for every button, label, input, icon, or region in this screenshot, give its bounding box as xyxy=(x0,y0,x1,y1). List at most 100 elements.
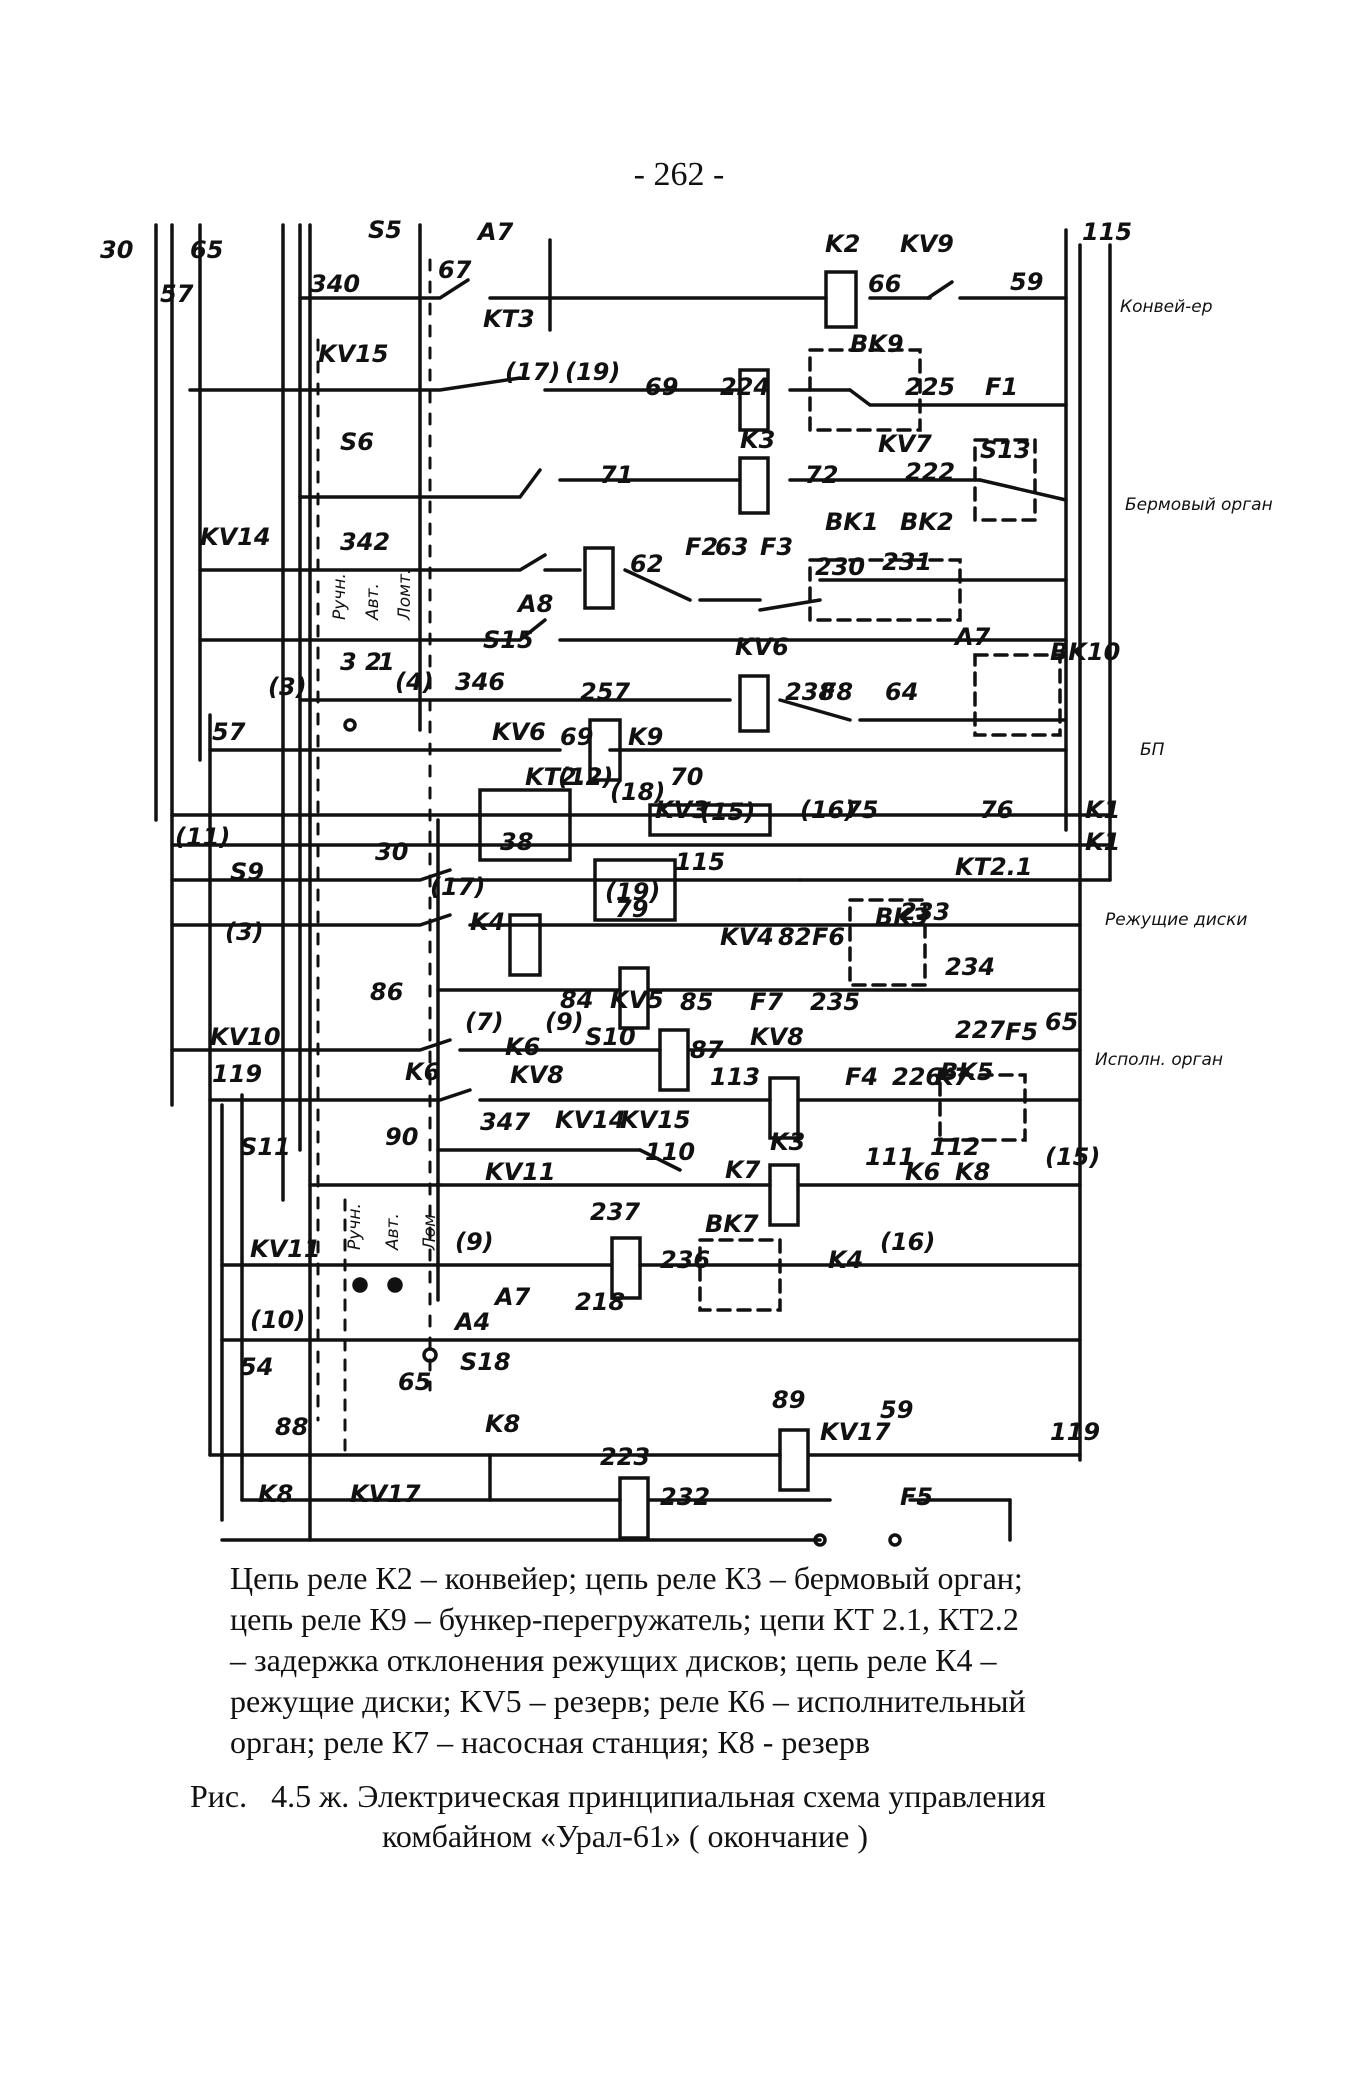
wire-label: KV10 xyxy=(210,1023,281,1051)
wire-label: 65 xyxy=(1045,1008,1078,1036)
wire-label: 67 xyxy=(438,256,472,284)
wire-label: A4 xyxy=(453,1308,490,1336)
wire-label: 75 xyxy=(845,796,878,824)
figure-title-line-2: комбайном «Урал-61» ( окончание ) xyxy=(382,1818,868,1854)
wire-label: 115 xyxy=(1082,218,1132,246)
wire-label: KT3 xyxy=(483,305,535,333)
wire-label: K8 xyxy=(258,1480,293,1508)
wire-label: (15) xyxy=(700,798,755,826)
page-number: - 262 - xyxy=(633,156,725,193)
wire-label: 57 xyxy=(212,718,246,746)
wire-label: F8 xyxy=(820,678,853,706)
wire-label: 64 xyxy=(885,678,918,706)
wire-label: 79 xyxy=(615,895,648,923)
wire-label: (12) xyxy=(558,763,613,791)
wire-label: S13 xyxy=(980,436,1031,464)
wire-label: (11) xyxy=(175,823,230,851)
figure-number: 4.5 ж. xyxy=(271,1778,350,1814)
wire-label: 234 xyxy=(945,953,995,981)
wire-label: 223 xyxy=(600,1443,650,1471)
wire-label: (15) xyxy=(1045,1143,1100,1171)
wire-label: K7 xyxy=(935,1063,971,1091)
wire-label: 84 xyxy=(560,986,593,1014)
switch-position-label: Ручн. xyxy=(345,1203,365,1250)
wire-label: 230 xyxy=(815,553,865,581)
wire-label: 113 xyxy=(710,1063,760,1091)
caption-line-4: режущие диски; KV5 – резерв; реле К6 – и… xyxy=(230,1683,1026,1719)
wire-label: 59 xyxy=(880,1396,913,1424)
thermal-contact-label: BK5 xyxy=(940,1058,994,1086)
wire-label: K6 xyxy=(505,1033,540,1061)
caption-line-1: Цепь реле К2 – конвейер; цепь реле К3 – … xyxy=(230,1560,1023,1596)
mode-switch-labels-2: Ручн.Авт.Лом xyxy=(345,1203,440,1251)
wire-label: A8 xyxy=(516,590,553,618)
caption-line-5: орган; реле К7 – насосная станция; К8 - … xyxy=(230,1724,870,1760)
wire-label: 65 xyxy=(190,236,223,264)
wire-label: 70 xyxy=(670,763,703,791)
wire-label: 111 xyxy=(865,1143,915,1171)
wire-label: 237 xyxy=(590,1198,640,1226)
wire-label: (9) xyxy=(545,1008,584,1036)
wire-label: K9 xyxy=(628,723,663,751)
figure-caption: Рис. 4.5 ж. Электрическая принципиальная… xyxy=(190,1776,1190,1856)
wire-label: F3 xyxy=(760,533,793,561)
wire-label: KV14 xyxy=(200,523,271,551)
wire-label: 231 xyxy=(882,548,932,576)
wire-label: 30 xyxy=(375,838,408,866)
wire-label: 227 xyxy=(955,1016,1005,1044)
thermal-contact-label: BK7 xyxy=(705,1210,759,1238)
wire-label: K3 xyxy=(740,426,775,454)
wire-label: 3 xyxy=(340,648,357,676)
wire-label: (4) xyxy=(395,668,434,696)
thermal-contact-label: BK10 xyxy=(1050,638,1120,666)
wire-label: (9) xyxy=(455,1228,494,1256)
side-note: Исполн. орган xyxy=(1095,1050,1223,1070)
wire-label: KT2.1 xyxy=(955,853,1032,881)
wire-label: 59 xyxy=(1010,268,1043,296)
wire-label: S6 xyxy=(340,428,374,456)
wire-label: 119 xyxy=(1050,1418,1100,1446)
thermal-contact-label: BK1 xyxy=(825,508,879,536)
wire-label: 66 xyxy=(868,270,901,298)
thermal-contact-label: BK9 xyxy=(850,330,904,358)
wire-label: F5 xyxy=(900,1483,933,1511)
wire-label: K3 xyxy=(770,1128,805,1156)
wire-label: KV17 xyxy=(350,1480,421,1508)
wire-label: KV3 xyxy=(655,796,709,824)
wire-label: 72 xyxy=(805,461,838,489)
electrical-schematic: 305765S534067A7K2KV96659115KV15KT3(17)(1… xyxy=(100,216,1273,1547)
wire-label: 218 xyxy=(575,1288,625,1316)
figure-title-text: Электрическая принципиальная схема управ… xyxy=(357,1778,1046,1814)
wire-label: K2 xyxy=(825,230,860,258)
wire-label: 222 xyxy=(905,458,955,486)
wire-label: 85 xyxy=(680,988,713,1016)
wire-label: (3) xyxy=(268,673,307,701)
wire-label: 346 xyxy=(455,668,505,696)
wire-label: S15 xyxy=(483,626,534,654)
wire-label: 1 xyxy=(378,648,395,676)
thermal-contact-label: BK3 xyxy=(875,903,929,931)
wire-label: (17) xyxy=(430,873,485,901)
figure-label: Рис. xyxy=(190,1778,248,1814)
wire-label: 87 xyxy=(690,1036,724,1064)
wire-label: 65 xyxy=(398,1368,431,1396)
wire-label: 225 xyxy=(905,373,955,401)
wire-label: 2 xyxy=(365,648,382,676)
wire-label: K1 xyxy=(1085,796,1120,824)
wire-label: F7 xyxy=(750,988,783,1016)
wire-label: KV6 xyxy=(735,633,789,661)
wire-label: KT2.2 xyxy=(525,763,602,791)
wire-label: 224 xyxy=(720,373,770,401)
wire-label: KV5 xyxy=(610,986,664,1014)
switch-position-label: Авт. xyxy=(363,583,383,621)
wire-label: 238 xyxy=(785,678,835,706)
wire-label: S9 xyxy=(230,858,264,886)
wire-label: F4 xyxy=(845,1063,878,1091)
switch-position-label: Ломт. xyxy=(395,569,415,621)
wire-label: F6 xyxy=(812,923,845,951)
wire-label: KV11 xyxy=(250,1235,321,1263)
